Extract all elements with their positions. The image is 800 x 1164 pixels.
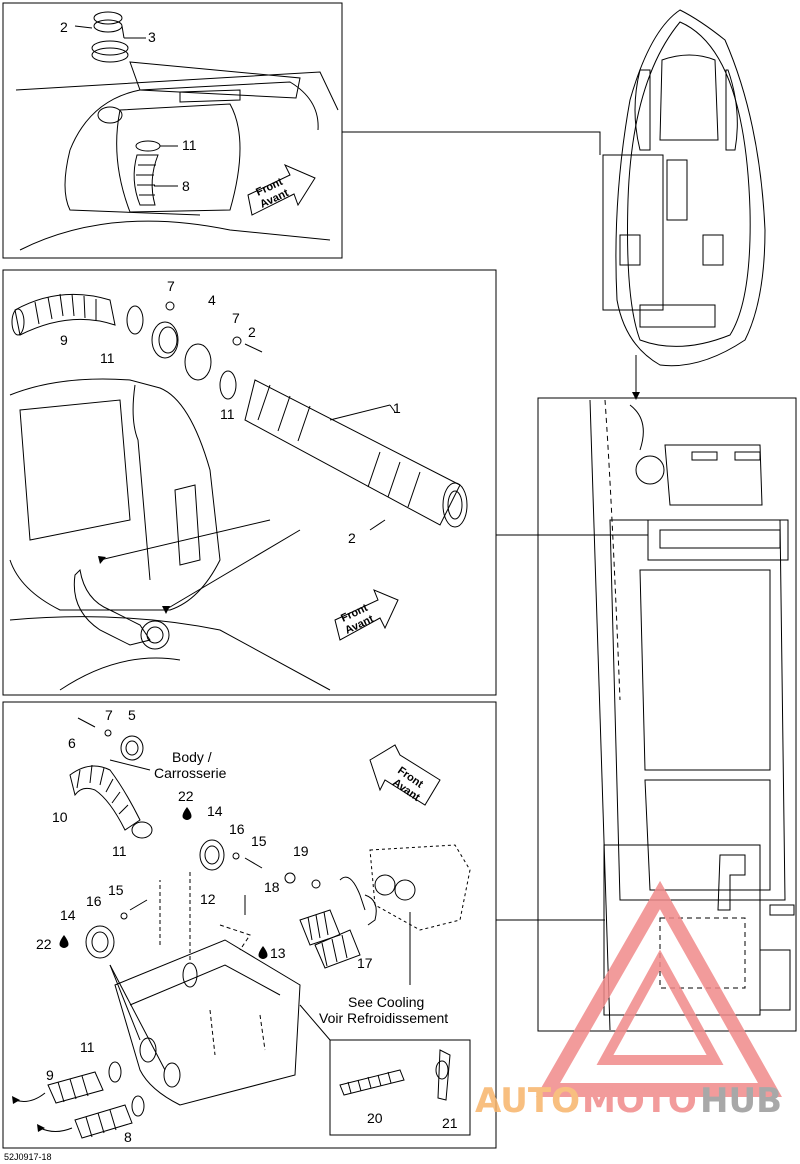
callout: 2 — [248, 324, 256, 340]
see-cooling-label: See Cooling — [348, 994, 424, 1010]
panel-top-left: Front Avant 2 3 11 8 — [2, 2, 343, 259]
air-box — [114, 939, 301, 1106]
hose-9 — [11, 293, 116, 336]
callout: 18 — [264, 879, 280, 895]
callouts-bottom: 7 5 6 10 22 14 11 16 15 19 18 12 16 15 1… — [36, 707, 458, 1145]
hardware-inset — [299, 1004, 471, 1136]
callouts-middle: 7 4 9 11 7 2 11 1 2 — [60, 278, 401, 546]
callout: 2 — [60, 19, 68, 35]
callouts-top-left: 2 3 11 8 — [60, 19, 197, 194]
duct-1 — [244, 379, 468, 528]
callout: 5 — [128, 707, 136, 723]
callout: 9 — [46, 1067, 54, 1083]
hull-overview — [602, 9, 766, 367]
lubricant-drop-icon — [258, 946, 268, 959]
front-arrow-icon: Front Avant — [369, 744, 441, 806]
callout: 2 — [348, 530, 356, 546]
body-label: Body / — [172, 749, 212, 765]
drawing-code: 52J0917-18 — [4, 1152, 52, 1162]
lubricant-drop-icon — [59, 935, 69, 948]
callout: 3 — [148, 29, 156, 45]
callout: 20 — [367, 1110, 383, 1126]
callout: 21 — [442, 1115, 458, 1131]
watermark-hub: HUB — [700, 1081, 782, 1121]
panel-middle: Front Avant 7 4 9 11 7 2 11 1 2 — [2, 269, 497, 696]
callout: 6 — [68, 735, 76, 751]
callout: 8 — [182, 178, 190, 194]
panel-right-detail — [537, 397, 797, 1032]
panel-bottom: Front Avant Body / Carrosserie See Cooli… — [2, 701, 497, 1149]
callout: 15 — [251, 833, 267, 849]
watermark-logo: AUTO MOTO HUB — [475, 880, 782, 1121]
callout: 16 — [229, 821, 245, 837]
see-cooling-label-fr: Voir Refroidissement — [319, 1010, 448, 1026]
callout: 22 — [36, 936, 52, 952]
callout: 12 — [200, 891, 216, 907]
callout: 1 — [393, 400, 401, 416]
watermark-moto: MOTO — [582, 1081, 697, 1121]
callout: 17 — [357, 955, 373, 971]
callout: 16 — [86, 893, 102, 909]
callout: 7 — [105, 707, 113, 723]
callout: 8 — [124, 1129, 132, 1145]
callout: 19 — [293, 843, 309, 859]
front-arrow-icon: Front Avant — [247, 163, 316, 216]
callout: 9 — [60, 332, 68, 348]
callout: 4 — [208, 292, 216, 308]
body-label-fr: Carrosserie — [154, 765, 227, 781]
callout: 22 — [178, 788, 194, 804]
callout: 13 — [270, 945, 286, 961]
lubricant-drop-icon — [182, 807, 192, 820]
callout: 14 — [60, 907, 76, 923]
watermark-auto: AUTO — [475, 1081, 580, 1121]
callout: 7 — [167, 278, 175, 294]
callout: 15 — [108, 882, 124, 898]
front-arrow-icon: Front Avant — [334, 589, 399, 641]
callout: 11 — [182, 137, 197, 153]
callout: 11 — [112, 843, 127, 859]
callout: 11 — [100, 350, 115, 366]
callout: 7 — [232, 310, 240, 326]
callout: 14 — [207, 803, 223, 819]
callout: 11 — [220, 406, 235, 422]
callout: 11 — [80, 1039, 95, 1055]
callout: 10 — [52, 809, 68, 825]
